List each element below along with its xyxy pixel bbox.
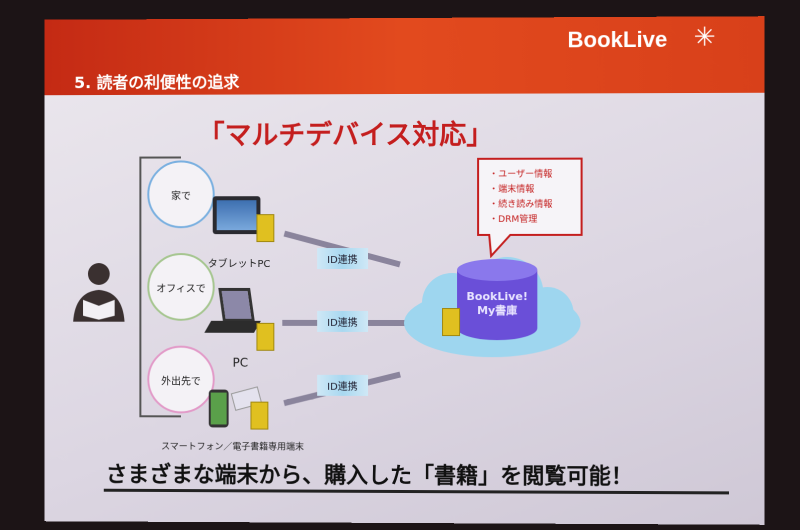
callout-text: 続き読み情報 [498,200,552,210]
slide-subtitle: 「マルチデバイス対応」 [198,113,494,153]
logo-star-icon: ✳ [694,23,716,53]
location-bubble-outside: 外出先で [147,346,214,414]
callout-text: ユーザー情報 [498,170,552,180]
info-callout: ・ユーザー情報 ・端末情報 ・続き読み情報 ・DRM管理 [477,158,583,236]
device-label-tablet: タブレットPC [208,255,271,270]
smartphone-icon [209,390,229,428]
book-icon [442,308,460,336]
callout-text: DRM管理 [498,215,537,225]
book-icon [256,214,274,242]
database-label: BookLive! My書庫 [454,290,540,318]
book-icon [250,402,268,430]
bottom-caption: さまざまな端末から、購入した「書籍」を閲覧可能！ [106,457,633,491]
id-link-label: ID連携 [317,248,368,269]
database-name: BookLive! [454,290,540,304]
device-label-pc: PC [233,356,249,370]
booklive-logo: BookLive [568,27,668,54]
id-link-label: ID連携 [317,375,368,396]
book-icon [256,323,274,351]
laptop-icon [218,288,255,322]
id-link-label: ID連携 [317,311,368,332]
location-bubble-home: 家で [147,160,214,228]
callout-text: 端末情報 [498,185,534,195]
caption-underline [104,489,729,495]
callout-tail [487,234,517,258]
slide-title: 5. 読者の利便性の追求 [74,69,239,93]
location-bubble-office: オフィスで [147,253,214,321]
database-subname: My書庫 [454,304,540,318]
callout-item: ・続き読み情報 [489,198,570,213]
laptop-base [204,321,261,333]
callout-item: ・DRM管理 [489,213,570,228]
presentation-slide: 5. 読者の利便性の追求 BookLive ✳ 「マルチデバイス対応」 家で オ… [45,16,765,525]
reader-person-icon [69,260,128,330]
device-label-smartphone: スマートフォン／電子書籍専用端末 [161,439,304,452]
callout-item: ・端末情報 [489,183,570,198]
callout-item: ・ユーザー情報 [489,168,570,183]
tablet-icon [213,196,261,234]
